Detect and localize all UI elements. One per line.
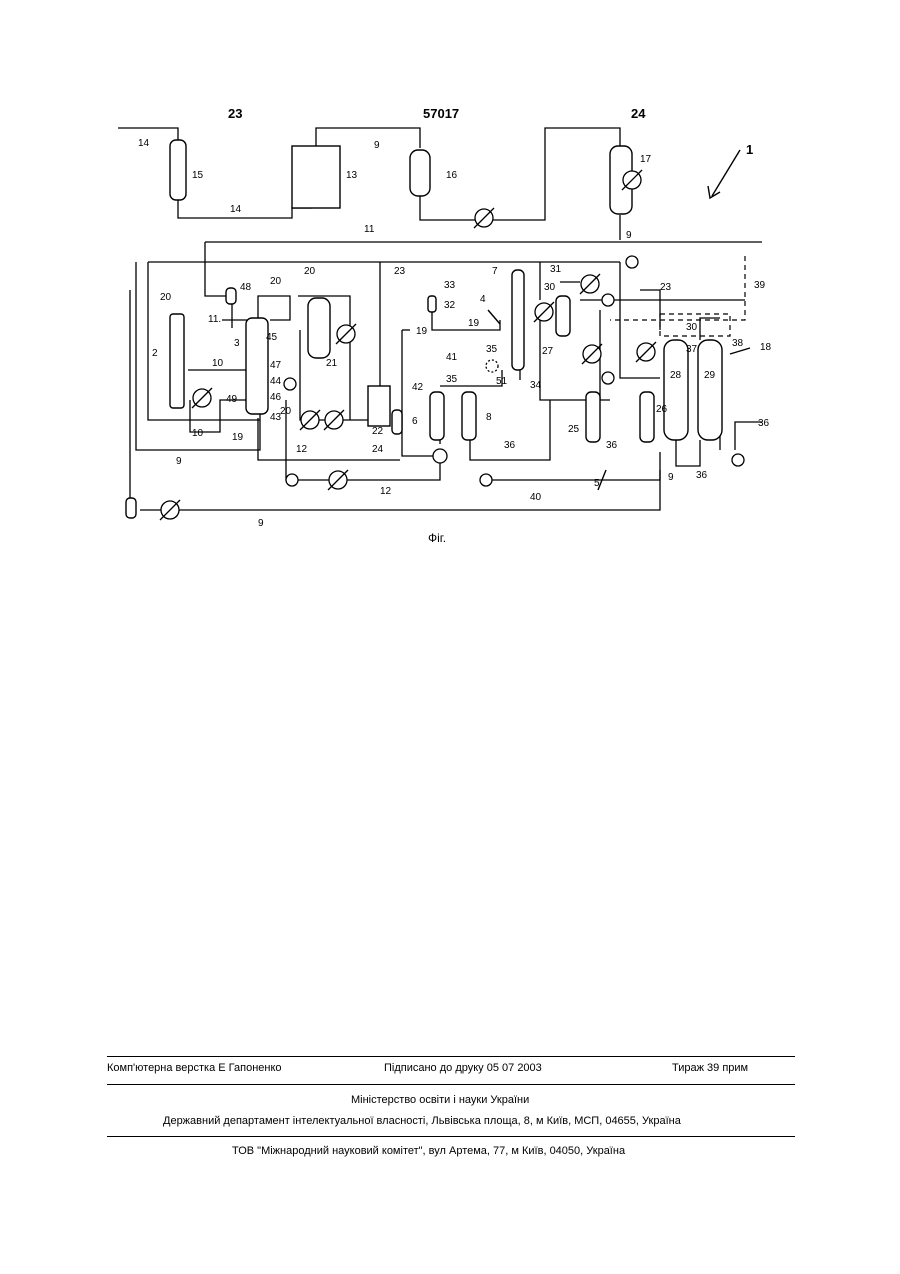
reactor-28 <box>664 340 688 440</box>
label-19: 19 <box>416 326 428 337</box>
label-9: 9 <box>374 140 380 151</box>
label-42: 42 <box>412 382 424 393</box>
label-9: 9 <box>258 518 264 529</box>
vessel-22 <box>368 386 390 426</box>
label-41: 41 <box>446 352 458 363</box>
layout-credit: Комп'ютерна верстка Е Гапоненко <box>107 1062 282 1074</box>
label-2: 2 <box>152 348 158 359</box>
reactor-16 <box>410 150 430 196</box>
label-30: 30 <box>686 322 698 333</box>
label-14: 14 <box>138 138 150 149</box>
label-47: 47 <box>270 360 282 371</box>
label-51: 51 <box>496 376 508 387</box>
label-29: 29 <box>704 370 716 381</box>
footer-rule-top <box>107 1056 795 1057</box>
label-11: 11 <box>364 224 375 235</box>
label-36: 36 <box>696 470 708 481</box>
label-48: 48 <box>240 282 252 293</box>
drum-bottom <box>126 498 136 518</box>
label-20: 20 <box>160 292 172 303</box>
reactor-29 <box>698 340 722 440</box>
label-49: 49 <box>226 394 238 405</box>
process-flow-diagram: 14 15 14 13 9 16 17 1 9 11 20 23 20 20 4… <box>0 0 900 560</box>
footer-rule-middle <box>107 1084 795 1085</box>
label-30: 30 <box>544 282 556 293</box>
label-45: 45 <box>266 332 278 343</box>
label-35: 35 <box>446 374 458 385</box>
label-33: 33 <box>444 280 456 291</box>
label-12: 12 <box>380 486 392 497</box>
circulation: Тираж 39 прим <box>672 1062 748 1074</box>
label-19: 19 <box>468 318 480 329</box>
label-21: 21 <box>326 358 338 369</box>
label-20: 20 <box>280 406 292 417</box>
label-32: 32 <box>444 300 456 311</box>
label-3: 3 <box>234 338 240 349</box>
separator-27 <box>556 296 570 336</box>
reactor-3 <box>246 318 268 414</box>
label-25: 25 <box>568 424 580 435</box>
label-5: 5 <box>594 478 600 489</box>
label-11: 11. <box>208 314 221 325</box>
label-26: 26 <box>656 404 668 415</box>
label-36: 36 <box>606 440 618 451</box>
label-23: 23 <box>394 266 406 277</box>
label-8: 8 <box>486 412 492 423</box>
vessel-24 <box>392 410 402 434</box>
label-23: 23 <box>660 282 672 293</box>
label-7: 7 <box>492 266 498 277</box>
exchanger-26 <box>640 392 654 442</box>
label-9: 9 <box>668 472 674 483</box>
exchanger-6 <box>430 392 444 440</box>
footer-rule-bottom <box>107 1136 795 1137</box>
reactor-2 <box>170 314 184 408</box>
label-6: 6 <box>412 416 418 427</box>
label-9: 9 <box>626 230 632 241</box>
column-7 <box>512 270 524 370</box>
label-15: 15 <box>192 170 204 181</box>
label-9: 9 <box>176 456 182 467</box>
separator-48 <box>226 288 236 304</box>
label-10: 10 <box>212 358 224 369</box>
figure-caption: Фіг. <box>428 531 446 545</box>
signed-date: Підписано до друку 05 07 2003 <box>384 1062 542 1074</box>
label-18: 18 <box>760 342 772 353</box>
label-22: 22 <box>372 426 384 437</box>
label-37: 37 <box>686 344 698 355</box>
label-36: 36 <box>504 440 516 451</box>
label-1: 1 <box>746 142 753 157</box>
diagram-labels: 14 15 14 13 9 16 17 1 9 11 20 23 20 20 4… <box>138 138 772 529</box>
department-line: Державний департамент інтелектуальної вл… <box>163 1115 681 1127</box>
label-17: 17 <box>640 154 652 165</box>
label-36: 36 <box>758 418 770 429</box>
label-27: 27 <box>542 346 554 357</box>
ministry-line: Міністерство освіти і науки України <box>351 1094 529 1106</box>
label-38: 38 <box>732 338 744 349</box>
unit-13 <box>292 146 340 208</box>
label-24: 24 <box>372 444 384 455</box>
label-44: 44 <box>270 376 282 387</box>
publisher-line: ТОВ "Міжнародний науковий комітет", вул … <box>232 1145 625 1157</box>
label-4: 4 <box>480 294 486 305</box>
reactor-15 <box>170 140 186 200</box>
label-34: 34 <box>530 380 542 391</box>
label-10: 10 <box>192 428 204 439</box>
exchanger-8 <box>462 392 476 440</box>
label-14: 14 <box>230 204 242 215</box>
label-40: 40 <box>530 492 542 503</box>
reactor-21 <box>308 298 330 358</box>
label-35: 35 <box>486 344 498 355</box>
label-20: 20 <box>304 266 316 277</box>
label-31: 31 <box>550 264 562 275</box>
label-46: 46 <box>270 392 282 403</box>
label-39: 39 <box>754 280 766 291</box>
label-28: 28 <box>670 370 682 381</box>
label-20: 20 <box>270 276 282 287</box>
exchanger-25 <box>586 392 600 442</box>
label-16: 16 <box>446 170 458 181</box>
label-13: 13 <box>346 170 358 181</box>
separator-32 <box>428 296 436 312</box>
label-19: 19 <box>232 432 244 443</box>
label-12: 12 <box>296 444 308 455</box>
